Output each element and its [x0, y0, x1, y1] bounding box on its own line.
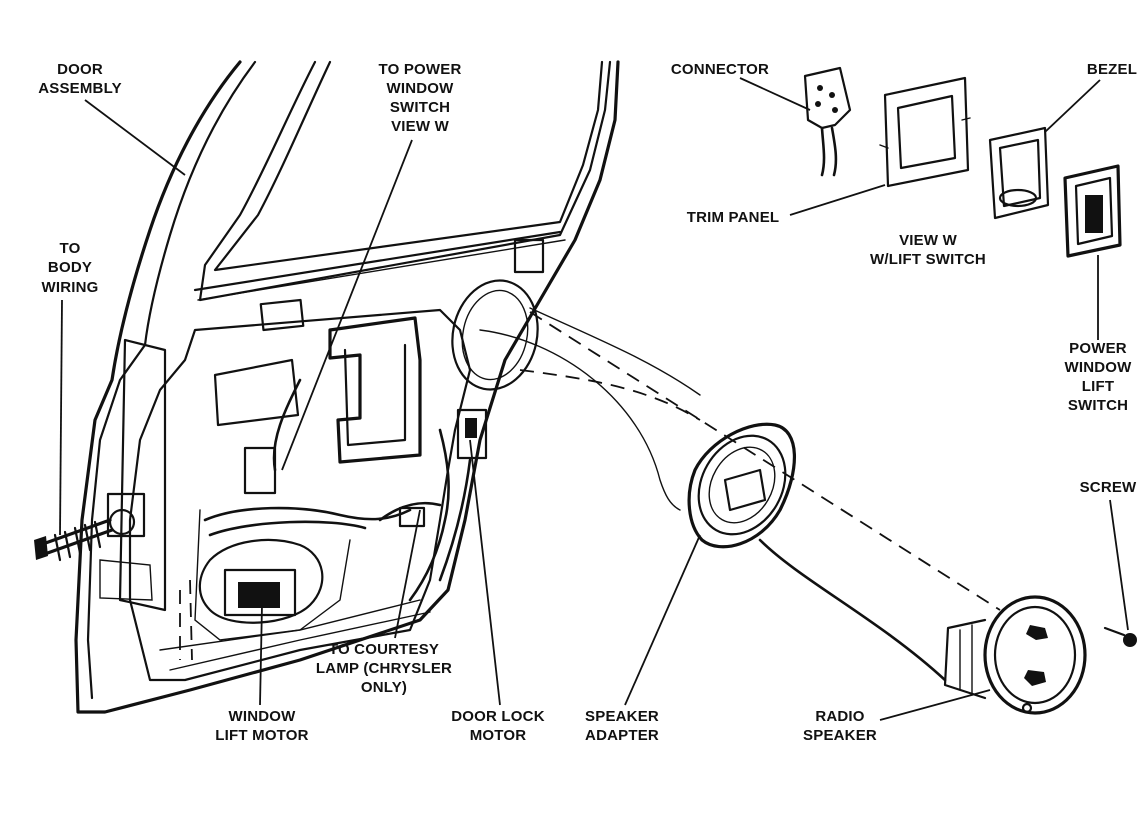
- door-assembly-line-1: DOOR: [57, 61, 103, 78]
- svg-text:WINDOW: WINDOW: [1064, 359, 1132, 376]
- to-body-wiring-line-3: WIRING: [41, 279, 98, 296]
- svg-text:SCREW: SCREW: [1080, 479, 1137, 496]
- svg-text:WINDOW: WINDOW: [228, 708, 296, 725]
- to-courtesy-lamp-line-2: LAMP (CHRYSLER: [316, 660, 452, 677]
- power-window-lift-switch-line-3: LIFT: [1082, 378, 1114, 395]
- leader-lines: [59, 77, 1129, 721]
- svg-text:VIEW W: VIEW W: [391, 118, 450, 135]
- svg-text:ADAPTER: ADAPTER: [585, 727, 659, 744]
- svg-text:TRIM PANEL: TRIM PANEL: [687, 209, 780, 226]
- screw-component: [1103, 626, 1137, 647]
- speaker-adapter-line-2: ADAPTER: [585, 727, 659, 744]
- label-trim-panel: TRIM PANEL: [687, 209, 780, 226]
- svg-text:CONNECTOR: CONNECTOR: [671, 61, 769, 78]
- label-to-power-window-switch: TO POWER WINDOW SWITCH VIEW W: [379, 61, 462, 135]
- svg-text:SWITCH: SWITCH: [1068, 397, 1128, 414]
- label-power-window-lift-switch: POWER WINDOW LIFT SWITCH: [1064, 340, 1132, 414]
- svg-text:BEZEL: BEZEL: [1087, 61, 1137, 78]
- svg-text:POWER: POWER: [1069, 340, 1127, 357]
- svg-text:ONLY): ONLY): [361, 679, 407, 696]
- svg-text:SWITCH: SWITCH: [390, 99, 450, 116]
- to-courtesy-lamp-line-1: TO COURTESY: [329, 641, 439, 658]
- svg-text:TO: TO: [60, 240, 81, 257]
- svg-text:SPEAKER: SPEAKER: [585, 708, 659, 725]
- svg-text:BODY: BODY: [48, 259, 92, 276]
- radio-speaker-line-1: RADIO: [815, 708, 864, 725]
- trim-panel-line-1: TRIM PANEL: [687, 209, 780, 226]
- power-window-lift-switch-component: [1063, 164, 1122, 258]
- label-connector: CONNECTOR: [671, 61, 769, 78]
- door-assembly-line-2: ASSEMBLY: [38, 80, 122, 97]
- view-w-line-1: VIEW W: [899, 232, 958, 249]
- door-assembly: [74, 60, 620, 714]
- connector-line-1: CONNECTOR: [671, 61, 769, 78]
- speaker-adapter-line-1: SPEAKER: [585, 708, 659, 725]
- label-door-lock-motor: DOOR LOCK MOTOR: [451, 708, 544, 744]
- to-power-window-switch-line-2: WINDOW: [386, 80, 454, 97]
- screw-line-1: SCREW: [1080, 479, 1137, 496]
- door-lock-motor-line-2: MOTOR: [470, 727, 527, 744]
- radio-speaker-component: [943, 595, 1087, 715]
- power-window-lift-switch-line-2: WINDOW: [1064, 359, 1132, 376]
- svg-text:TO COURTESY: TO COURTESY: [329, 641, 439, 658]
- speaker-wiring: [479, 307, 947, 682]
- svg-text:DOOR: DOOR: [57, 61, 103, 78]
- label-speaker-adapter: SPEAKER ADAPTER: [585, 708, 659, 744]
- power-window-lift-switch-line-4: SWITCH: [1068, 397, 1128, 414]
- alignment-lines: [519, 311, 1001, 611]
- power-window-lift-switch-line-1: POWER: [1069, 340, 1127, 357]
- to-body-wiring-line-1: TO: [60, 240, 81, 257]
- door-lock-motor: [272, 378, 488, 602]
- body-wiring-grommet: [34, 508, 136, 562]
- svg-text:LIFT MOTOR: LIFT MOTOR: [215, 727, 308, 744]
- to-power-window-switch-line-1: TO POWER: [379, 61, 462, 78]
- svg-text:RADIO: RADIO: [815, 708, 864, 725]
- door-lock-motor-line-1: DOOR LOCK: [451, 708, 544, 725]
- view-w-line-2: W/LIFT SWITCH: [870, 251, 986, 268]
- svg-text:WINDOW: WINDOW: [386, 80, 454, 97]
- to-courtesy-lamp-line-3: ONLY): [361, 679, 407, 696]
- label-bezel: BEZEL: [1087, 61, 1137, 78]
- svg-text:TO POWER: TO POWER: [379, 61, 462, 78]
- label-to-body-wiring: TO BODY WIRING: [41, 240, 98, 296]
- radio-speaker-line-2: SPEAKER: [803, 727, 877, 744]
- window-lift-motor-line-1: WINDOW: [228, 708, 296, 725]
- label-to-courtesy-lamp: TO COURTESY LAMP (CHRYSLER ONLY): [316, 641, 452, 696]
- svg-text:MOTOR: MOTOR: [470, 727, 527, 744]
- label-screw: SCREW: [1080, 479, 1137, 496]
- window-lift-motor: [194, 506, 412, 641]
- to-power-window-switch-line-3: SWITCH: [390, 99, 450, 116]
- svg-text:LAMP (CHRYSLER: LAMP (CHRYSLER: [316, 660, 452, 677]
- trim-panel-component: [879, 76, 971, 188]
- to-body-wiring-line-2: BODY: [48, 259, 92, 276]
- to-power-window-switch-line-4: VIEW W: [391, 118, 450, 135]
- label-view-w: VIEW W W/LIFT SWITCH: [870, 232, 986, 268]
- svg-text:DOOR LOCK: DOOR LOCK: [451, 708, 544, 725]
- label-door-assembly: DOOR ASSEMBLY: [38, 61, 122, 97]
- svg-text:LIFT: LIFT: [1082, 378, 1114, 395]
- bezel-line-1: BEZEL: [1087, 61, 1137, 78]
- svg-text:WIRING: WIRING: [41, 279, 98, 296]
- connector-component: [803, 66, 852, 177]
- window-lift-motor-line-2: LIFT MOTOR: [215, 727, 308, 744]
- bezel-component: [988, 126, 1050, 220]
- label-window-lift-motor: WINDOW LIFT MOTOR: [215, 708, 308, 744]
- svg-text:W/LIFT SWITCH: W/LIFT SWITCH: [870, 251, 986, 268]
- svg-text:SPEAKER: SPEAKER: [803, 727, 877, 744]
- svg-text:ASSEMBLY: ASSEMBLY: [38, 80, 122, 97]
- svg-text:VIEW W: VIEW W: [899, 232, 958, 249]
- speaker-adapter-component: [687, 422, 797, 549]
- label-radio-speaker: RADIO SPEAKER: [803, 708, 877, 744]
